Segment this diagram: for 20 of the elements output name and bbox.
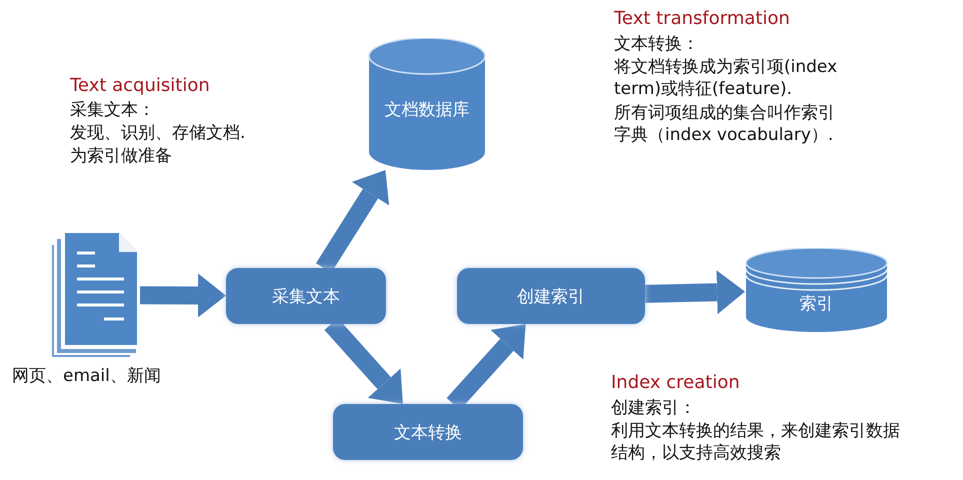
description-text: 利用文本转换的结果，来创建索引数据结构，以支持高效搜索 bbox=[611, 420, 901, 464]
database-cylinder: 文档数据库 bbox=[368, 38, 486, 170]
node-caption: 网页、email、新闻 bbox=[12, 365, 161, 387]
block-arrow bbox=[140, 273, 226, 318]
description-text: 采集文本： bbox=[70, 99, 155, 121]
description-text: 所有词项组成的集合叫作索引字典（index vocabulary）. bbox=[614, 102, 836, 146]
description-text: 创建索引： bbox=[611, 397, 696, 419]
database-cylinder: 索引 bbox=[745, 248, 888, 332]
section-heading: Index creation bbox=[611, 372, 740, 394]
process-box: 采集文本 bbox=[226, 268, 386, 324]
description-text: 发现、识别、存储文档. bbox=[70, 122, 246, 144]
block-arrow bbox=[644, 270, 745, 314]
description-text: 文本转换： bbox=[614, 33, 699, 55]
process-box: 文本转换 bbox=[333, 404, 523, 460]
section-heading: Text transformation bbox=[614, 8, 790, 30]
document-stack-icon bbox=[52, 233, 140, 357]
description-text: 将文档转换成为索引项(index term)或特征(feature). bbox=[614, 56, 838, 100]
process-box: 创建索引 bbox=[457, 268, 645, 324]
section-heading: Text acquisition bbox=[70, 75, 210, 97]
description-text: 为索引做准备 bbox=[70, 145, 172, 167]
